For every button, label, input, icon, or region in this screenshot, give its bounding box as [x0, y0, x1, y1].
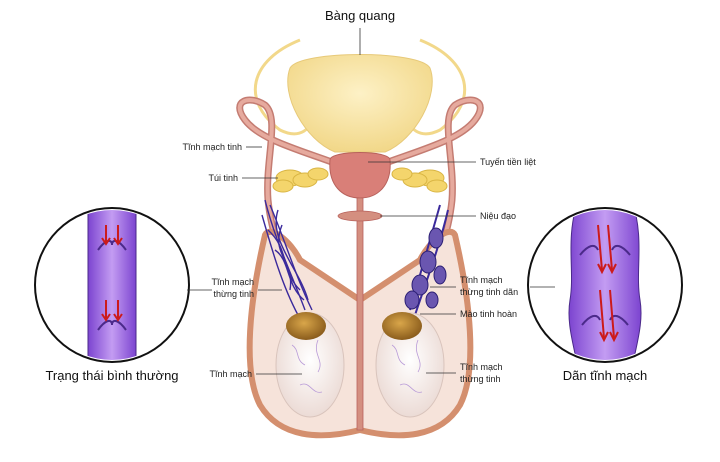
label-spermatic-vein-right-1: Tĩnh mạch [460, 362, 503, 372]
urethra [337, 197, 383, 431]
label-bladder: Bàng quang [325, 8, 395, 23]
label-testicular-vein: Tĩnh mạch tinh [182, 142, 242, 152]
label-spermatic-vein-left-1: Tĩnh mạch [211, 277, 254, 287]
epididymis-left [286, 312, 326, 340]
label-urethra: Niệu đạo [480, 211, 516, 221]
seminal-vesicle-right [391, 167, 448, 193]
prostate-shape [329, 152, 391, 199]
spermatic-vein-dilated [404, 204, 449, 316]
spermatic-vein-normal [261, 199, 313, 316]
normal-vein-magnifier [34, 207, 190, 363]
label-prostate: Tuyến tiền liệt [480, 157, 536, 167]
leader-lines [187, 28, 555, 375]
testis-right [375, 312, 445, 418]
caption-normal: Trạng thái bình thường [45, 368, 178, 383]
dilated-vein-magnifier [527, 207, 683, 363]
label-spermatic-vein-dilated-2: thừng tinh dãn [460, 287, 518, 297]
label-spermatic-vein-left-2: thừng tinh [213, 289, 254, 299]
label-epididymis: Mào tinh hoàn [460, 309, 517, 319]
label-vein: Tĩnh mạch [209, 369, 252, 379]
testis-veins [291, 339, 423, 393]
seminal-vesicle-left [272, 167, 329, 193]
label-seminal-vesicle: Túi tinh [208, 173, 238, 183]
epididymis-right [382, 312, 422, 340]
label-spermatic-vein-dilated-1: Tĩnh mạch [460, 275, 503, 285]
label-spermatic-vein-right-2: thừng tinh [460, 374, 501, 384]
bladder-shape [287, 54, 433, 153]
caption-dilated: Dãn tĩnh mạch [563, 368, 648, 383]
